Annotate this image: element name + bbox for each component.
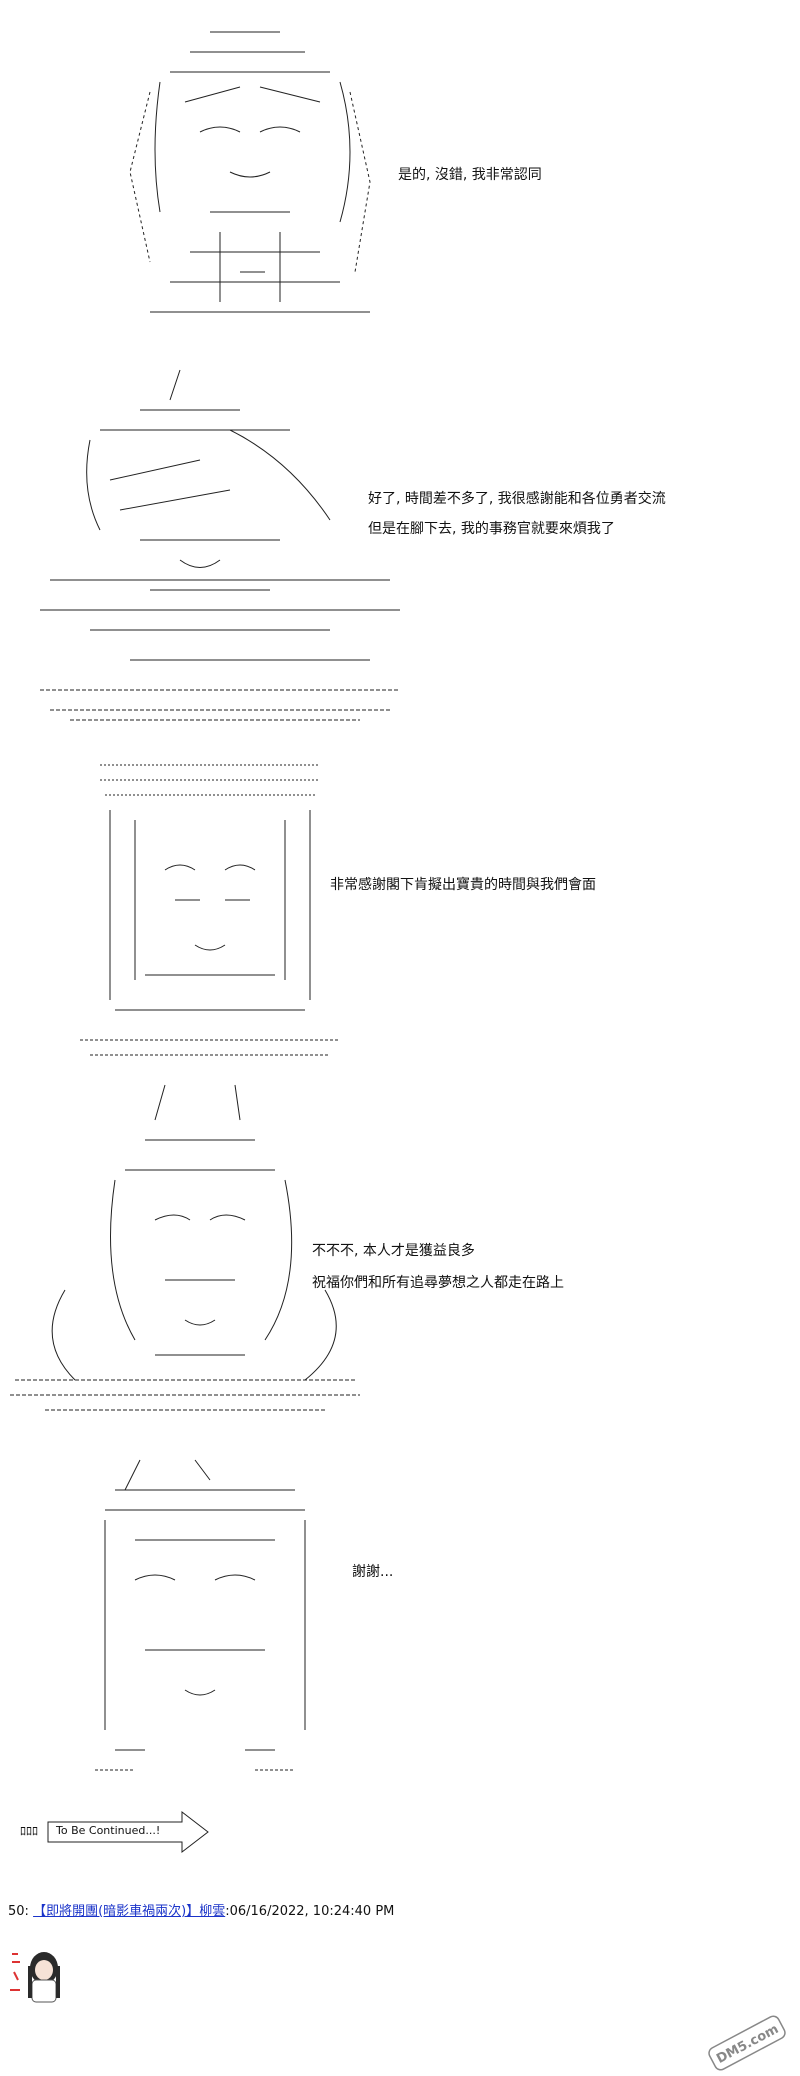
dialogue-line: 是的, 沒錯, 我非常認同 [398, 167, 542, 183]
post-author-link[interactable]: 【即將開團(暗影車禍兩次)】柳雲 [33, 1904, 226, 1919]
post-timestamp: 06/16/2022, 10:24:40 PM [229, 1904, 395, 1919]
dialogue-line: 祝福你們和所有追尋夢想之人都走在路上 [312, 1275, 564, 1291]
post-separator: : [225, 1904, 230, 1919]
to-be-continued-label: To Be Continued...! [56, 1824, 161, 1837]
avatar [10, 1952, 60, 2003]
ascii-art-character-5 [75, 1450, 315, 1780]
dialogue-line: 好了, 時間差不多了, 我很感謝能和各位勇者交流 [368, 491, 666, 507]
post-header: 50: 【即將開團(暗影車禍兩次)】柳雲:06/16/2022, 10:24:4… [8, 1900, 394, 1919]
ascii-art-character-3 [75, 760, 345, 1060]
dialogue-line: 不不不, 本人才是獲益良多 [312, 1243, 475, 1259]
ascii-art-character-1 [90, 12, 400, 332]
arrow-right-icon [47, 1810, 209, 1854]
continued-prefix: ﾛﾛﾛ [20, 1824, 39, 1838]
watermark-logo: DM5.com [708, 2015, 786, 2071]
dialogue-line: 非常感謝閣下肯擬出寶貴的時間與我們會面 [330, 877, 596, 893]
ascii-art-character-4 [5, 1080, 365, 1420]
dialogue-line: 謝謝... [352, 1564, 394, 1580]
ascii-art-character-2 [30, 360, 410, 730]
post-number: 50: [8, 1904, 29, 1919]
dialogue-line: 但是在腳下去, 我的事務官就要來煩我了 [368, 521, 615, 537]
